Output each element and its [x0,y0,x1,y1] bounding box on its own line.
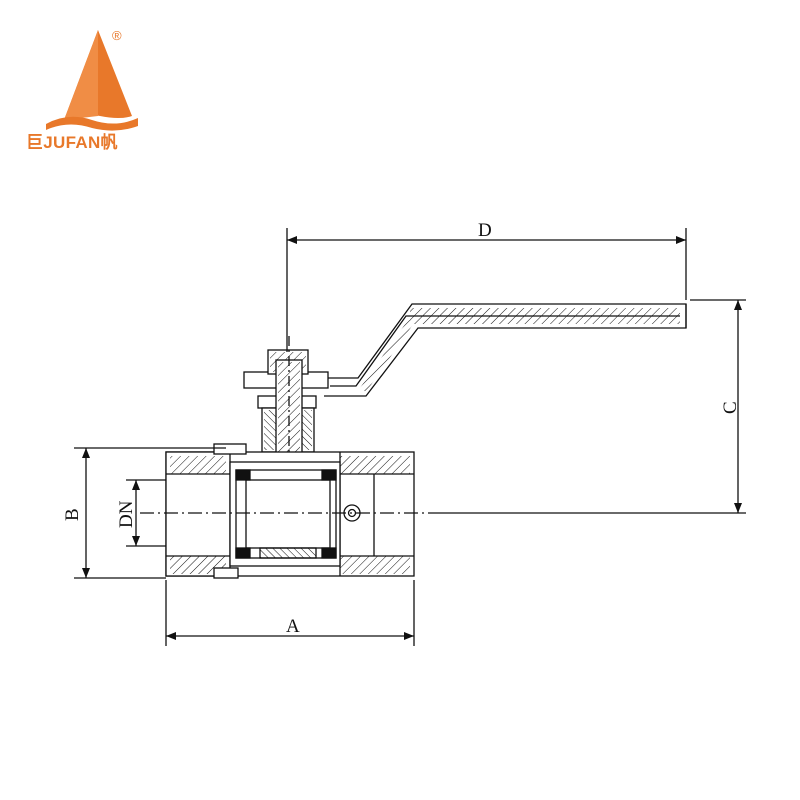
label-d: D [478,220,492,241]
valve-body [165,443,415,579]
dimension-b [74,447,226,579]
dimension-c [690,299,746,513]
label-dn: DN [116,500,137,528]
label-c: C [720,401,741,414]
dimension-a [165,580,415,646]
jufan-logo: ® [46,28,138,131]
dimension-d [286,228,687,352]
lever-handle [324,303,687,397]
stem-nut [243,336,329,540]
label-b: B [62,508,83,521]
brand-name: 巨JUFAN帆 [26,133,118,152]
wave-icon [46,116,138,131]
registered-mark: ® [112,28,122,43]
dimension-dn [126,479,166,547]
label-a: A [286,616,300,637]
